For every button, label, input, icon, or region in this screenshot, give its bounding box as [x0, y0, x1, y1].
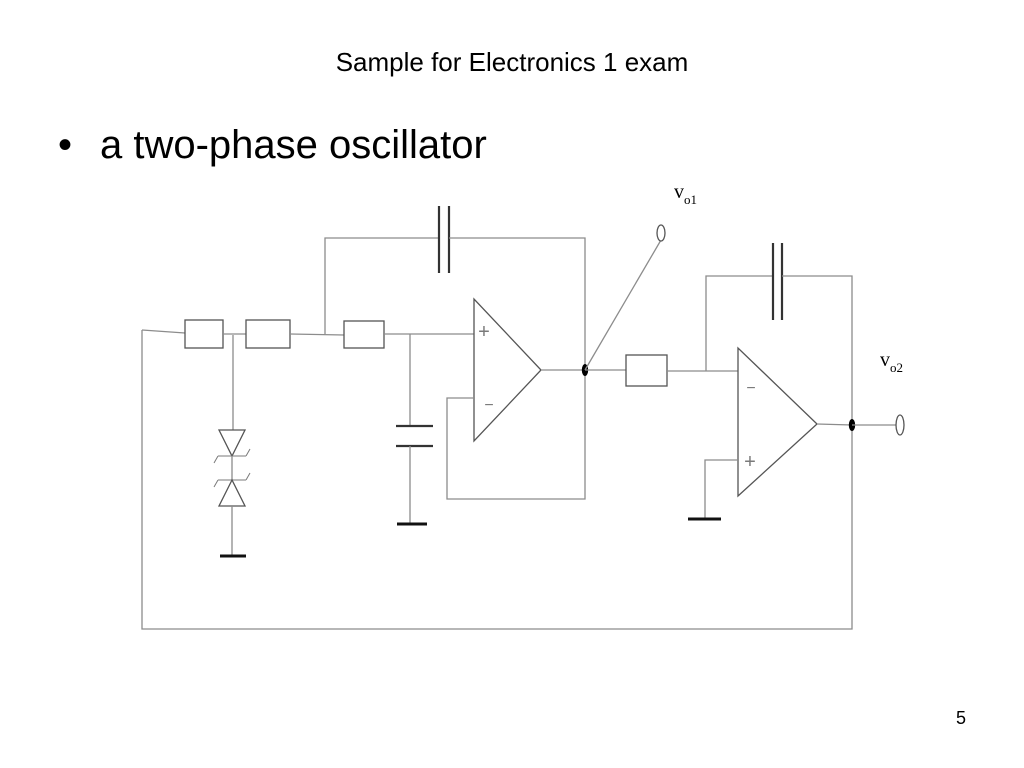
vo1-output: vo1 — [581, 181, 697, 376]
op-amp-2-ground-wire — [704, 459, 738, 519]
zener-diode-upper — [217, 429, 247, 458]
op-amp-1-minus-sign: − — [484, 397, 493, 414]
vo2-label: vo2 — [880, 349, 903, 375]
stage-2-input — [585, 354, 738, 387]
zener-diode-clamp — [213, 335, 251, 558]
vo2-terminal — [895, 414, 905, 436]
resistor-3 — [343, 320, 385, 349]
input-resistor-chain — [184, 319, 474, 349]
op-amp-2-plus-sign: + — [744, 451, 756, 473]
zener-diode-lower — [217, 478, 247, 507]
vo1-terminal — [656, 224, 666, 242]
op-amp-1: + − — [446, 297, 586, 500]
op-amp-2: − + — [688, 346, 853, 521]
bullet-text: a two-phase oscillator — [100, 123, 487, 167]
feedback-capacitor-2 — [705, 243, 853, 425]
op-amp-1-plus-sign: + — [478, 321, 490, 343]
page-number: 5 — [955, 708, 966, 728]
bullet-item: • a two-phase oscillator — [58, 118, 487, 172]
feedback-loop-wire — [141, 329, 853, 630]
resistor-1 — [184, 319, 224, 349]
slide-title: Sample for Electronics 1 exam — [335, 47, 689, 77]
op-amp-2-minus-sign: − — [746, 380, 755, 397]
feedback-capacitor-1 — [324, 206, 586, 371]
resistor-2 — [245, 319, 291, 349]
vo2-output: vo2 — [848, 349, 905, 436]
vo1-label: vo1 — [674, 181, 697, 207]
op-amp-1-follower-wire — [446, 371, 586, 500]
shunt-capacitor — [396, 334, 433, 526]
bullet-marker: • — [58, 123, 73, 167]
resistor-4 — [625, 354, 668, 387]
